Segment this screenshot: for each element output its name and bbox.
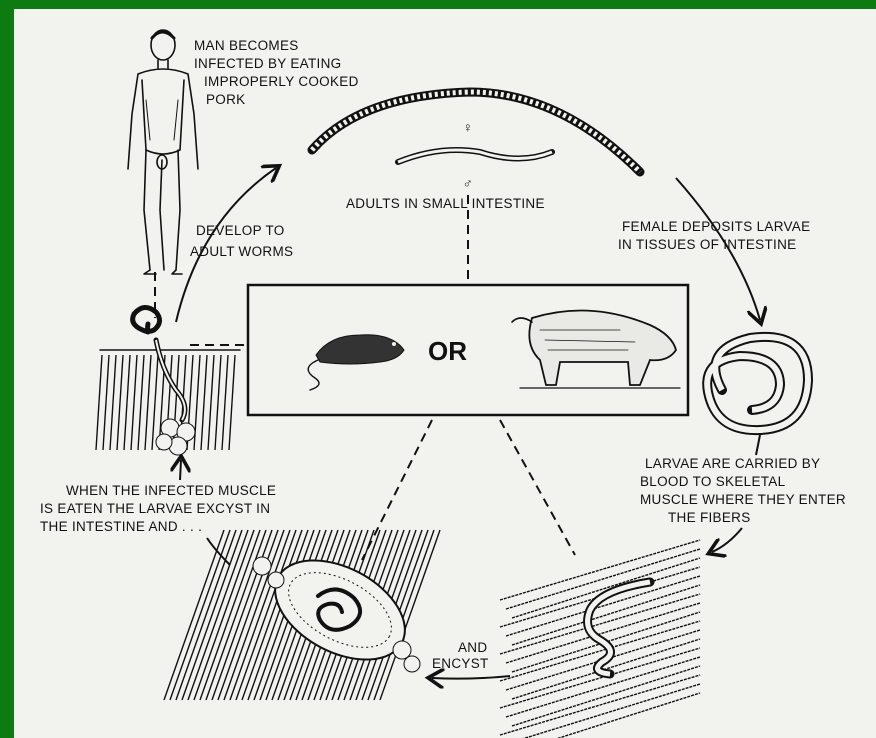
hatch-line (117, 355, 123, 450)
hatch-line (131, 355, 137, 450)
man-figure (128, 30, 198, 274)
arrow-larva-line (756, 435, 760, 455)
hatch-line (229, 355, 235, 450)
muscle-fiber (500, 675, 700, 735)
skeletal-muscle (500, 540, 700, 738)
connector-cyst (362, 420, 432, 560)
label-when-infected: WHEN THE INFECTED MUSCLE IS EATEN THE LA… (40, 483, 280, 534)
connector-muscle (500, 420, 575, 555)
muscle-fiber (506, 603, 700, 663)
hatch-line (208, 355, 214, 450)
hatch-line (215, 355, 221, 450)
muscle-fiber (500, 648, 700, 708)
hatch-line (222, 355, 228, 450)
or-label: OR (428, 336, 467, 366)
hatch-line (103, 355, 109, 450)
label-man-infected: MAN BECOMES INFECTED BY EATING IMPROPERL… (194, 38, 363, 107)
arrow-to-cyst (432, 676, 510, 679)
female-symbol: ♀ (463, 120, 473, 135)
hatch-line (201, 355, 207, 450)
label-larvae-carried: LARVAE ARE CARRIED BY BLOOD TO SKELETAL … (640, 456, 850, 525)
arrow-to-muscle (712, 528, 742, 552)
hatch-line (96, 355, 102, 450)
lifecycle-diagram: ♀ ♂ MAN BECOMES INFECTED BY EATING IMPRO… (14, 9, 876, 738)
hatch-line (124, 355, 130, 450)
larva-coil (707, 337, 808, 430)
encysted-muscle (164, 530, 440, 700)
muscle-fiber (512, 693, 700, 738)
male-worm (398, 150, 552, 162)
hatch-line (194, 355, 200, 450)
label-develop: DEVELOP TO ADULT WORMS (190, 223, 293, 259)
label-and-encyst: AND ENCYST (432, 640, 491, 671)
hatch-line (145, 355, 151, 450)
intestine-section (96, 307, 240, 455)
hatch-line (110, 355, 116, 450)
label-female-deposits: FEMALE DEPOSITS LARVAE IN TISSUES OF INT… (618, 219, 814, 252)
male-symbol: ♂ (463, 176, 473, 191)
diagram-canvas: ♀ ♂ MAN BECOMES INFECTED BY EATING IMPRO… (14, 9, 876, 738)
label-adults: ADULTS IN SMALL INTESTINE (346, 196, 545, 211)
hatch-line (138, 355, 144, 450)
hatch-line (152, 355, 158, 450)
arrow-to-intestine (180, 460, 181, 480)
female-worm (312, 92, 640, 172)
muscle-fiber (500, 540, 700, 600)
muscle-fiber (506, 576, 700, 636)
